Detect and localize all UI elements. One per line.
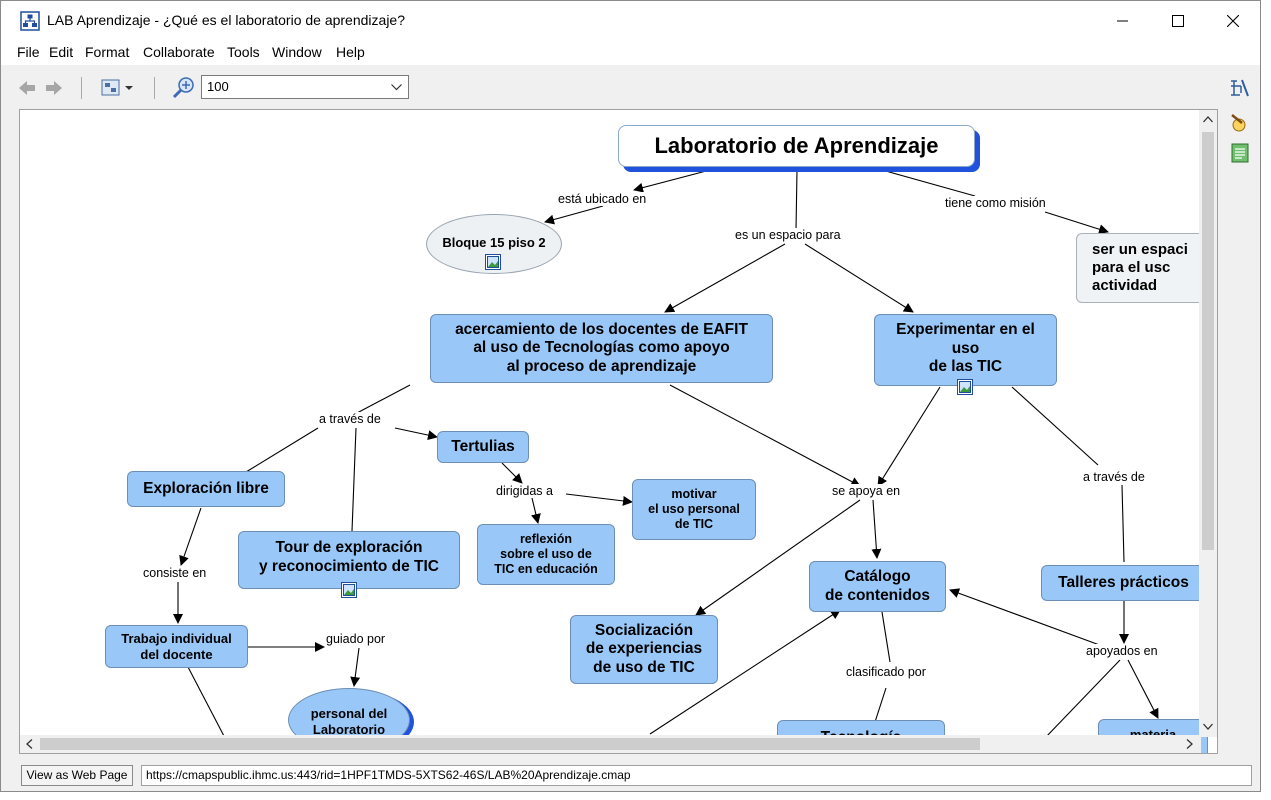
link-label-ubicado[interactable]: está ubicado en: [557, 192, 648, 206]
menu-help[interactable]: Help: [336, 44, 365, 60]
cmap-app-icon: [20, 11, 40, 31]
toolbar-separator: [81, 77, 82, 99]
menu-file[interactable]: File: [17, 44, 40, 60]
link-label-dirigidas[interactable]: dirigidas a: [495, 484, 554, 498]
link-label-espacio[interactable]: es un espacio para: [734, 228, 842, 242]
maximize-icon: [1171, 15, 1184, 27]
concept-mision[interactable]: ser un espaci para el usc actividad: [1076, 233, 1217, 303]
link-label-apoya[interactable]: se apoya en: [831, 484, 902, 498]
close-button[interactable]: [1205, 1, 1260, 41]
concept-trabajo[interactable]: Trabajo individual del docente: [105, 625, 248, 668]
back-button[interactable]: [16, 77, 38, 99]
format-brush-icon[interactable]: [1228, 112, 1250, 134]
forward-button[interactable]: [43, 77, 65, 99]
horizontal-scrollbar[interactable]: [20, 735, 1201, 753]
concept-tour[interactable]: Tour de exploración y reconocimiento de …: [238, 531, 460, 589]
scroll-right-icon[interactable]: [1186, 739, 1193, 749]
view-as-web-page-button[interactable]: View as Web Page: [21, 765, 133, 786]
image-resource-icon[interactable]: [485, 254, 501, 270]
image-resource-icon[interactable]: [957, 379, 973, 395]
link-label-guiado[interactable]: guiado por: [325, 632, 387, 646]
minimize-button[interactable]: [1095, 1, 1150, 41]
zoom-value: 100: [207, 79, 229, 94]
maximize-button[interactable]: [1150, 1, 1205, 41]
link-label-atraves-1[interactable]: a través de: [318, 412, 382, 426]
map-url-field[interactable]: https://cmapspublic.ihmc.us:443/rid=1HPF…: [141, 765, 1252, 786]
scroll-down-icon[interactable]: [1203, 723, 1213, 730]
link-label-apoyados[interactable]: apoyados en: [1085, 644, 1159, 658]
concept-map-canvas[interactable]: está ubicado en es un espacio para tiene…: [19, 109, 1218, 754]
concept-acercamiento[interactable]: acercamiento de los docentes de EAFIT al…: [430, 314, 773, 383]
concept-tertulias[interactable]: Tertulias: [437, 431, 529, 463]
concept-motivar[interactable]: motivar el uso personal de TIC: [632, 479, 756, 540]
menu-edit[interactable]: Edit: [49, 44, 74, 60]
menu-format[interactable]: Format: [85, 44, 130, 60]
dropdown-chevron-icon: [391, 84, 402, 91]
minimize-icon: [1116, 20, 1128, 22]
back-arrow-icon: [19, 81, 35, 95]
notes-icon[interactable]: [1229, 142, 1251, 164]
horizontal-scroll-thumb[interactable]: [40, 738, 980, 750]
zoom-icon: [172, 77, 194, 99]
scroll-up-icon[interactable]: [1203, 116, 1213, 123]
zoom-button[interactable]: [171, 75, 197, 101]
concept-map-links: [173, 169, 1159, 739]
menu-tools[interactable]: Tools: [227, 44, 260, 60]
menu-window[interactable]: Window: [272, 44, 322, 60]
title-bar: LAB Aprendizaje - ¿Qué es el laboratorio…: [1, 1, 1260, 41]
vertical-scroll-thumb[interactable]: [1202, 132, 1214, 550]
link-label-mision[interactable]: tiene como misión: [944, 196, 1047, 210]
view-options-button[interactable]: [98, 76, 138, 100]
view-options-icon: [101, 79, 133, 96]
status-bar: View as Web Page https://cmapspublic.ihm…: [1, 761, 1260, 791]
concept-exploracion[interactable]: Exploración libre: [127, 471, 285, 507]
menu-bar: File Edit Format Collaborate Tools Windo…: [1, 41, 1260, 65]
vertical-scrollbar[interactable]: [1199, 110, 1217, 737]
concept-reflexion[interactable]: reflexión sobre el uso de TIC en educaci…: [477, 524, 615, 585]
close-icon: [1226, 15, 1239, 27]
concept-socializacion[interactable]: Socialización de experiencias de uso de …: [570, 615, 718, 684]
concept-experimentar[interactable]: Experimentar en el uso de las TIC: [874, 314, 1057, 386]
link-label-consiste[interactable]: consiste en: [142, 566, 208, 580]
collaborate-tool-icon[interactable]: [1228, 77, 1250, 99]
concept-catalogo[interactable]: Catálogo de contenidos: [809, 561, 946, 612]
zoom-select[interactable]: 100: [201, 75, 409, 99]
concept-title[interactable]: Laboratorio de Aprendizaje: [618, 125, 975, 167]
link-label-atraves-2[interactable]: a través de: [1082, 470, 1146, 484]
window-title: LAB Aprendizaje - ¿Qué es el laboratorio…: [47, 12, 405, 28]
concept-talleres[interactable]: Talleres prácticos: [1041, 565, 1206, 601]
toolbar: 100: [1, 65, 1260, 109]
forward-arrow-icon: [46, 81, 62, 95]
scroll-left-icon[interactable]: [26, 739, 33, 749]
link-label-clasificado[interactable]: clasificado por: [845, 665, 927, 679]
image-resource-icon[interactable]: [341, 582, 357, 598]
menu-collaborate[interactable]: Collaborate: [143, 44, 215, 60]
toolbar-separator: [154, 77, 155, 99]
